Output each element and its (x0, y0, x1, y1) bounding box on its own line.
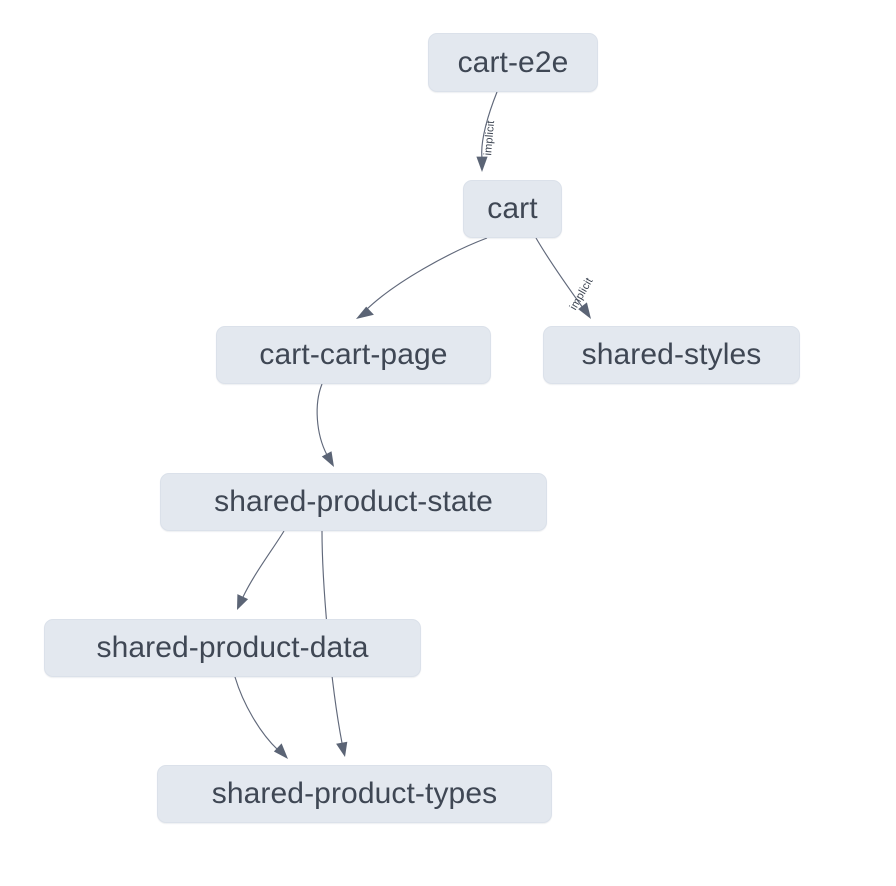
edge-line (365, 237, 488, 311)
graph-node-label: cart (487, 192, 538, 225)
graph-node-label: shared-product-state (214, 485, 493, 518)
edge-line (316, 383, 328, 456)
edge-arrowhead (336, 741, 348, 757)
edge-line (242, 530, 285, 598)
graph-node-label: shared-product-data (96, 631, 369, 664)
edges-group (234, 91, 591, 759)
graph-node-shared-product-state[interactable]: shared-product-state (160, 473, 547, 531)
edge-line (535, 237, 584, 309)
edge-line (234, 676, 279, 751)
graph-node-shared-product-types[interactable]: shared-product-types (157, 765, 552, 823)
graph-node-shared-product-data[interactable]: shared-product-data (44, 619, 421, 677)
graph-node-label: cart-cart-page (259, 338, 448, 371)
edge-arrowhead (476, 156, 488, 172)
graph-node-shared-styles[interactable]: shared-styles (543, 326, 800, 384)
edge-arrowhead (273, 743, 288, 759)
graph-node-cart[interactable]: cart (463, 180, 562, 238)
edge-arrowhead (356, 306, 374, 319)
graph-node-cart-e2e[interactable]: cart-e2e (428, 33, 598, 92)
edge-arrowhead (237, 594, 249, 610)
graph-node-label: shared-product-types (211, 777, 498, 810)
graph-node-cart-cart-page[interactable]: cart-cart-page (216, 326, 491, 384)
edge-line (481, 91, 498, 159)
edge-arrowhead (321, 451, 334, 467)
graph-node-label: shared-styles (581, 338, 762, 371)
graph-node-label: cart-e2e (457, 45, 569, 79)
edge-arrowhead (578, 302, 591, 319)
